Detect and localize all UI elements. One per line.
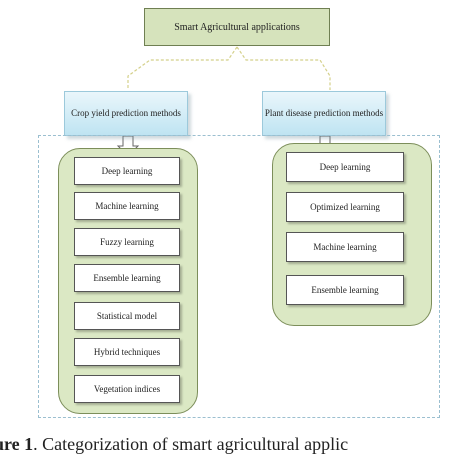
method-item: Fuzzy learning xyxy=(74,228,180,256)
category-label: Crop yield prediction methods xyxy=(71,107,181,118)
branch-connector xyxy=(127,46,331,90)
method-item: Optimized learning xyxy=(286,192,404,222)
method-item: Hybrid techniques xyxy=(74,338,180,366)
category-label: Plant disease prediction methods xyxy=(264,107,384,118)
figure-caption: ure 1. Categorization of smart agricultu… xyxy=(0,431,474,457)
figure-label: ure 1 xyxy=(0,434,34,454)
method-item: Statistical model xyxy=(74,302,180,330)
category-plant-disease: Plant disease prediction methods xyxy=(262,91,386,136)
root-node: Smart Agricultural applications xyxy=(144,8,330,46)
method-item: Vegetation indices xyxy=(74,375,180,403)
method-item: Deep learning xyxy=(286,152,404,182)
category-crop-yield: Crop yield prediction methods xyxy=(64,91,188,136)
method-item: Ensemble learning xyxy=(286,275,404,305)
method-item: Ensemble learning xyxy=(74,264,180,292)
method-item: Machine learning xyxy=(286,232,404,262)
root-node-label: Smart Agricultural applications xyxy=(174,21,300,33)
caption-text: . Categorization of smart agricultural a… xyxy=(33,434,349,454)
dashed-frame xyxy=(38,135,440,418)
method-item: Machine learning xyxy=(74,192,180,220)
method-item: Deep learning xyxy=(74,157,180,185)
